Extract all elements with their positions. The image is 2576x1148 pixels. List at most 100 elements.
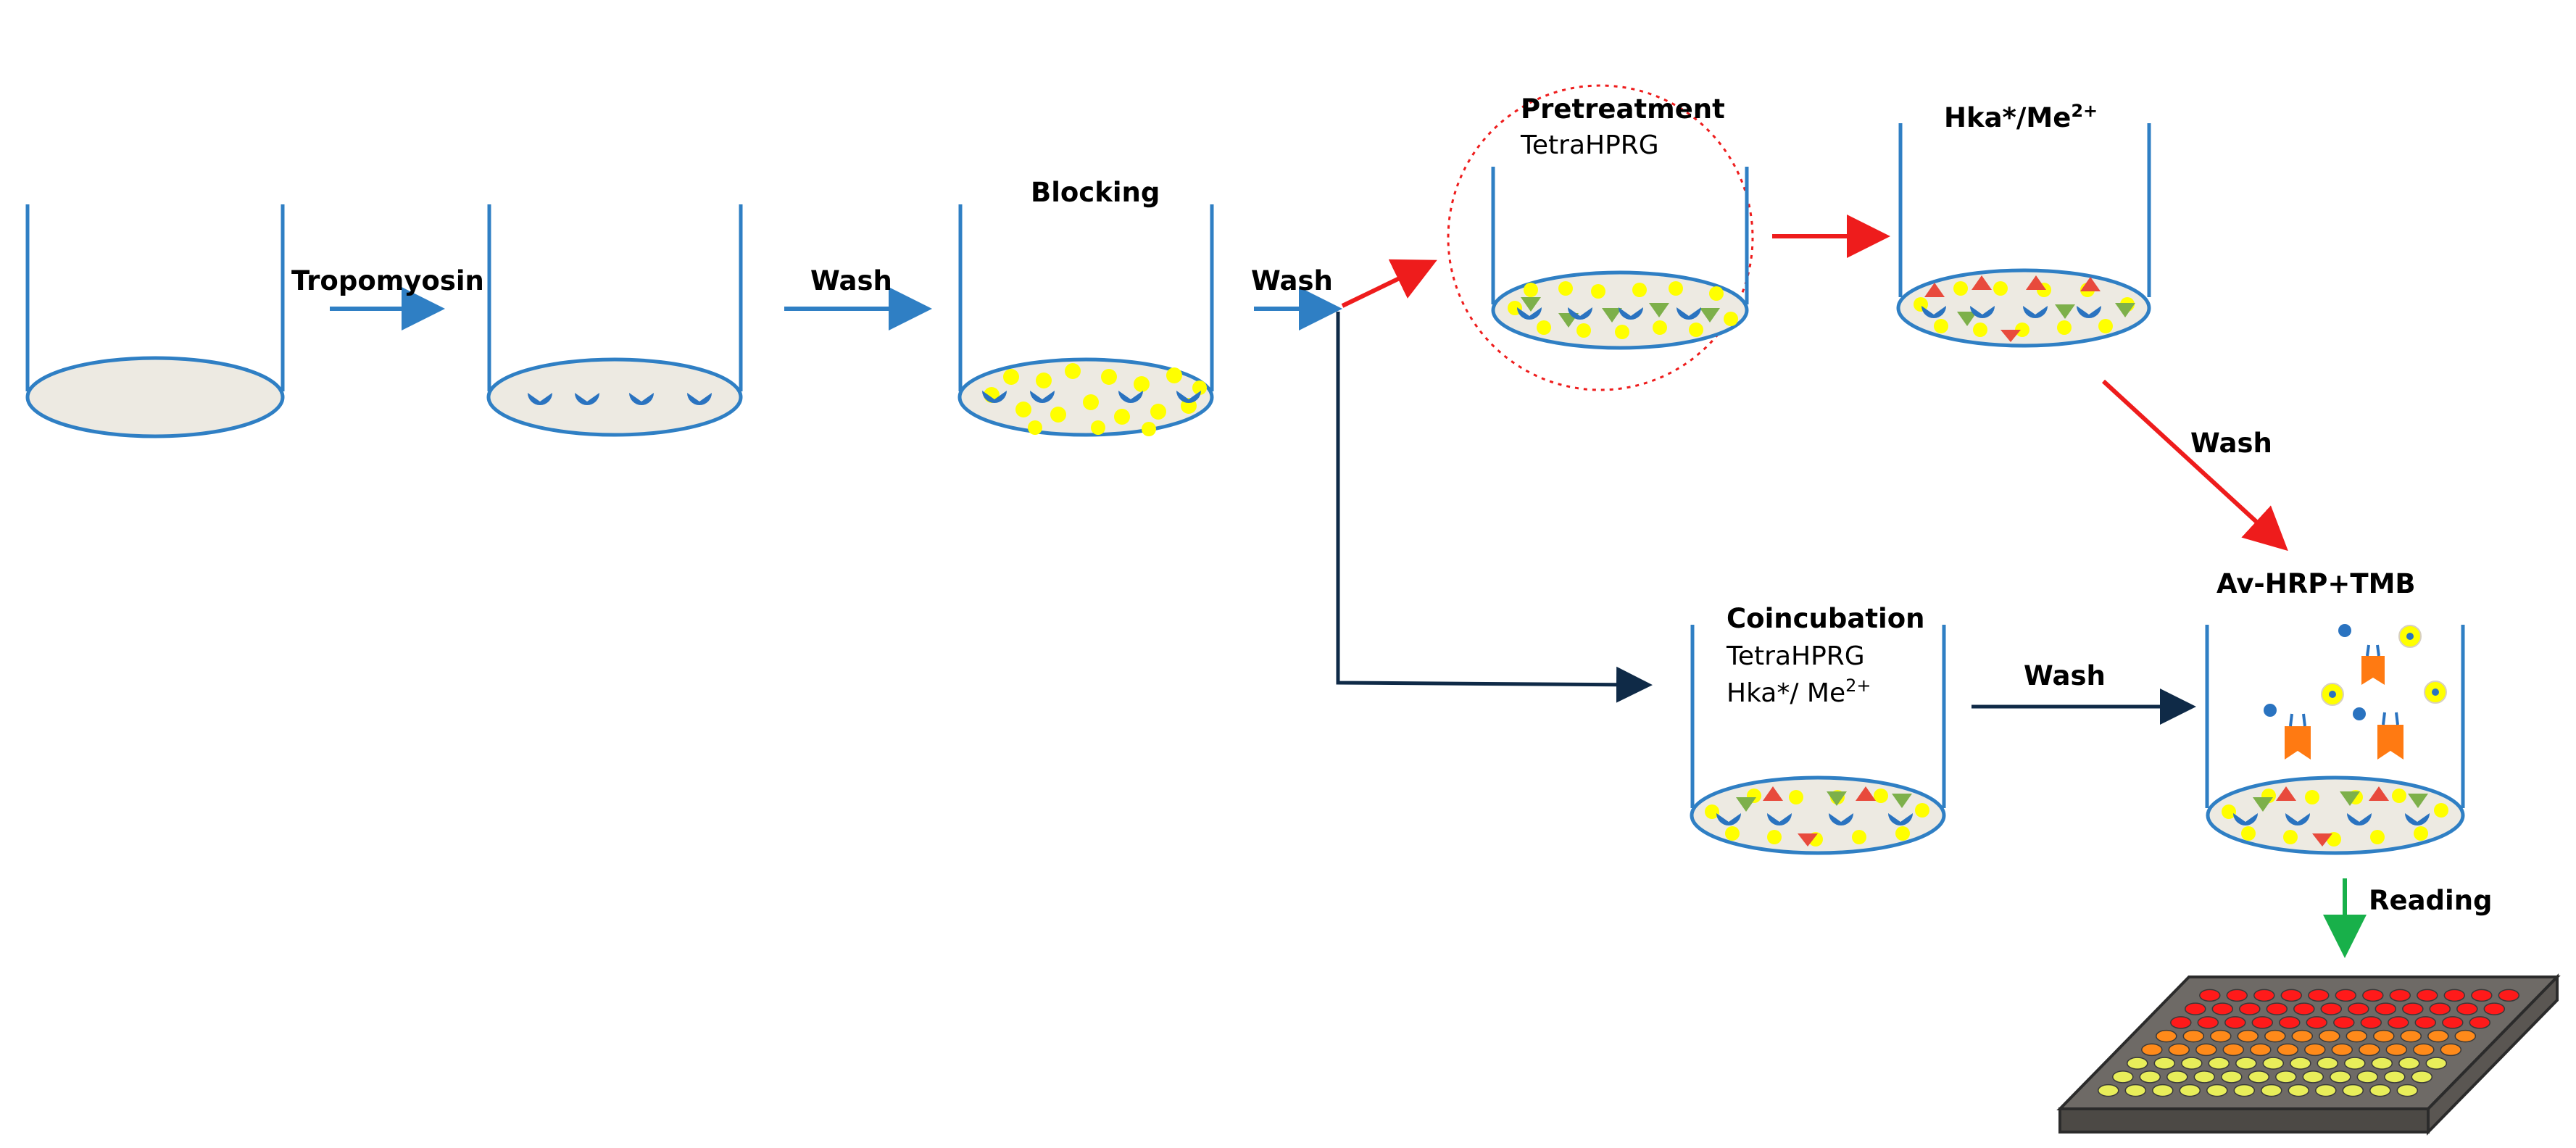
plate-well	[2179, 1083, 2201, 1097]
label-av-hrp-tmb: Av-HRP+TMB	[2216, 568, 2416, 599]
blocking-dots	[1508, 281, 1738, 339]
plate-well	[2429, 1002, 2451, 1015]
plate-well	[2373, 1029, 2395, 1043]
label-wash-2: Wash	[1251, 265, 1333, 296]
label-hka-me: Hka*/Me2+	[1944, 101, 2098, 133]
plate-well	[2413, 1043, 2435, 1057]
plate-well	[2193, 1070, 2216, 1083]
plate-well	[2389, 989, 2411, 1002]
plate-well	[2317, 1057, 2339, 1070]
plate-well	[2371, 1057, 2393, 1070]
plate-well	[2335, 989, 2357, 1002]
plate-well	[2411, 1070, 2433, 1083]
label-wash-4: Wash	[2024, 660, 2106, 691]
plate-well	[2250, 1043, 2272, 1057]
green-triangles	[1736, 791, 1912, 812]
blocking-dots	[1705, 789, 1929, 847]
plate-well	[2375, 1002, 2397, 1015]
plate-well	[2221, 1070, 2243, 1083]
plate-well	[2308, 989, 2330, 1002]
plate-well	[2385, 1043, 2408, 1057]
plate-well	[2333, 1016, 2355, 1029]
well-empty	[25, 204, 285, 438]
plate-well	[2262, 1057, 2285, 1070]
plate-well	[2253, 989, 2275, 1002]
plate-well	[2414, 1016, 2437, 1029]
plate-well	[2440, 1043, 2462, 1057]
plate-well	[2226, 989, 2248, 1002]
well-pretreatment	[1491, 167, 1749, 350]
plate-well	[2139, 1070, 2161, 1083]
plate-well	[2233, 1083, 2256, 1097]
label-tropomyosin: Tropomyosin	[291, 265, 484, 296]
well-hka-me	[1896, 123, 2151, 348]
plate-well	[2261, 1083, 2282, 1097]
plate-well	[2456, 1002, 2478, 1015]
plate-well	[2469, 1016, 2491, 1029]
plate-well	[2346, 1029, 2368, 1043]
arrow-to-coincubation	[1336, 312, 1653, 703]
well-coated	[486, 204, 743, 437]
plate-well	[2400, 1029, 2422, 1043]
plate-well	[2197, 1016, 2219, 1029]
plate-well	[2331, 1043, 2353, 1057]
plate-well	[2211, 1002, 2234, 1015]
plate-well	[2302, 1070, 2324, 1083]
label-coincubation-title: Coincubation	[1727, 603, 1924, 634]
plate-well	[2185, 1002, 2206, 1015]
plate-well	[2280, 989, 2303, 1002]
plate-well	[2319, 1029, 2340, 1043]
plate-well	[2210, 1029, 2232, 1043]
well-blocking	[957, 204, 1214, 437]
avidin-hrp-conjugates	[2264, 624, 2447, 760]
green-triangles	[2253, 791, 2428, 812]
label-pretreatment-title: Pretreatment	[1521, 93, 1725, 125]
plate-well	[2342, 1083, 2364, 1097]
red-triangles	[2276, 786, 2389, 847]
plate-well	[2304, 1043, 2326, 1057]
label-blocking: Blocking	[1031, 177, 1160, 208]
plate-well	[2425, 1057, 2448, 1070]
plate-well	[2206, 1083, 2228, 1097]
plate-well	[2356, 1070, 2379, 1083]
plate-well	[2237, 1029, 2259, 1043]
plate-well	[2141, 1043, 2163, 1057]
plate-well	[2315, 1083, 2337, 1097]
label-wash-1: Wash	[810, 265, 892, 296]
red-triangles	[1763, 786, 1876, 847]
plate-well	[2427, 1029, 2449, 1043]
green-triangles	[1957, 303, 2135, 326]
plate-well	[2199, 989, 2221, 1002]
plate-well	[2248, 1070, 2270, 1083]
plate-well	[2344, 1057, 2366, 1070]
plate-well	[2398, 1057, 2420, 1070]
plate-well	[2098, 1083, 2119, 1097]
plate-well	[2264, 1029, 2286, 1043]
plate-well	[2266, 1002, 2288, 1015]
plate-well	[2293, 1002, 2315, 1015]
plate-well	[2471, 989, 2493, 1002]
plate-well	[2239, 1002, 2261, 1015]
plate-well	[2153, 1057, 2176, 1070]
plate-well	[2222, 1043, 2245, 1057]
plate-well	[2195, 1043, 2217, 1057]
plate-well	[2275, 1070, 2297, 1083]
plate-well	[2443, 989, 2466, 1002]
arrow-wash-3	[2101, 379, 2288, 552]
plate-well	[2359, 1043, 2380, 1057]
plate-well	[2442, 1016, 2464, 1029]
well-coincubation	[1690, 625, 1946, 855]
plate-well	[2417, 989, 2438, 1002]
plate-well	[2454, 1029, 2477, 1043]
plate-well	[2124, 1083, 2147, 1097]
plate-well	[2277, 1043, 2299, 1057]
label-coincubation-sub1: TetraHPRG	[1726, 641, 1865, 671]
plate-well	[2279, 1016, 2301, 1029]
plate-well	[2235, 1057, 2257, 1070]
label-reading: Reading	[2369, 885, 2493, 916]
plate-well	[2388, 1016, 2409, 1029]
plate-well	[2330, 1070, 2351, 1083]
plate-well	[2320, 1002, 2343, 1015]
plate-well	[2251, 1016, 2274, 1029]
plate-well	[2208, 1057, 2230, 1070]
